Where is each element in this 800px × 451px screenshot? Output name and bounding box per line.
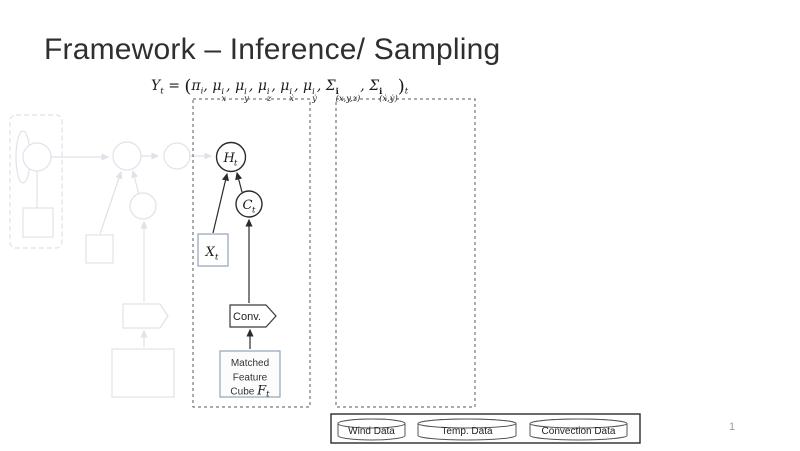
datastore-label-wind: Wind Data	[348, 426, 395, 437]
arrow-xt-to-ht	[212, 172, 229, 234]
faded-previous-timestep-diagram	[9, 114, 213, 398]
node-ct-label: C	[243, 198, 253, 213]
datastore-label-convection: Convection Data	[542, 426, 616, 437]
node-ct-label-sub: t	[252, 206, 256, 216]
feature-cube-label-line3: Cube Ft	[230, 384, 270, 400]
node-ct-circle	[235, 190, 263, 218]
faded-node-circle-2	[112, 141, 142, 171]
datastore-cylinder-wind	[337, 418, 406, 441]
feature-cube-box	[219, 350, 281, 398]
faded-node-circle-4	[129, 192, 157, 220]
node-xt-box	[197, 233, 229, 267]
node-ht-label: H	[223, 151, 236, 166]
feature-cube-label-line2: Feature	[233, 373, 268, 384]
faded-square-2	[85, 234, 114, 264]
faded-feature-cube-rect	[111, 348, 175, 398]
feature-cube-label-line1: Matched	[231, 358, 269, 369]
datastore-cylinder-temp	[417, 418, 517, 441]
faded-conv-pentagon	[122, 303, 169, 329]
page-number: 1	[729, 421, 736, 433]
timestep-frame-current	[192, 98, 311, 408]
node-ht-circle	[215, 141, 247, 173]
faded-node-circle-1	[22, 142, 52, 172]
node-ht-label-sub: t	[234, 159, 238, 169]
faded-square-1	[22, 207, 54, 238]
faded-plate-rect	[9, 114, 63, 249]
arrow-ct-to-ht	[235, 171, 243, 193]
conv-label: Conv.	[233, 311, 261, 323]
datastore-label-temp: Temp. Data	[441, 426, 493, 437]
node-xt-label-sub: t	[215, 253, 219, 263]
conv-pentagon	[229, 304, 277, 328]
faded-node-circle-3	[163, 142, 191, 170]
datastore-cylinder-convection	[529, 418, 628, 441]
faded-arrow-xt	[99, 170, 123, 235]
slide-title: Framework – Inference/ Sampling	[44, 33, 501, 66]
faded-arrow-ct-ht	[131, 169, 140, 196]
timestep-frame-next	[335, 98, 476, 408]
node-xt-label: X	[205, 245, 216, 260]
